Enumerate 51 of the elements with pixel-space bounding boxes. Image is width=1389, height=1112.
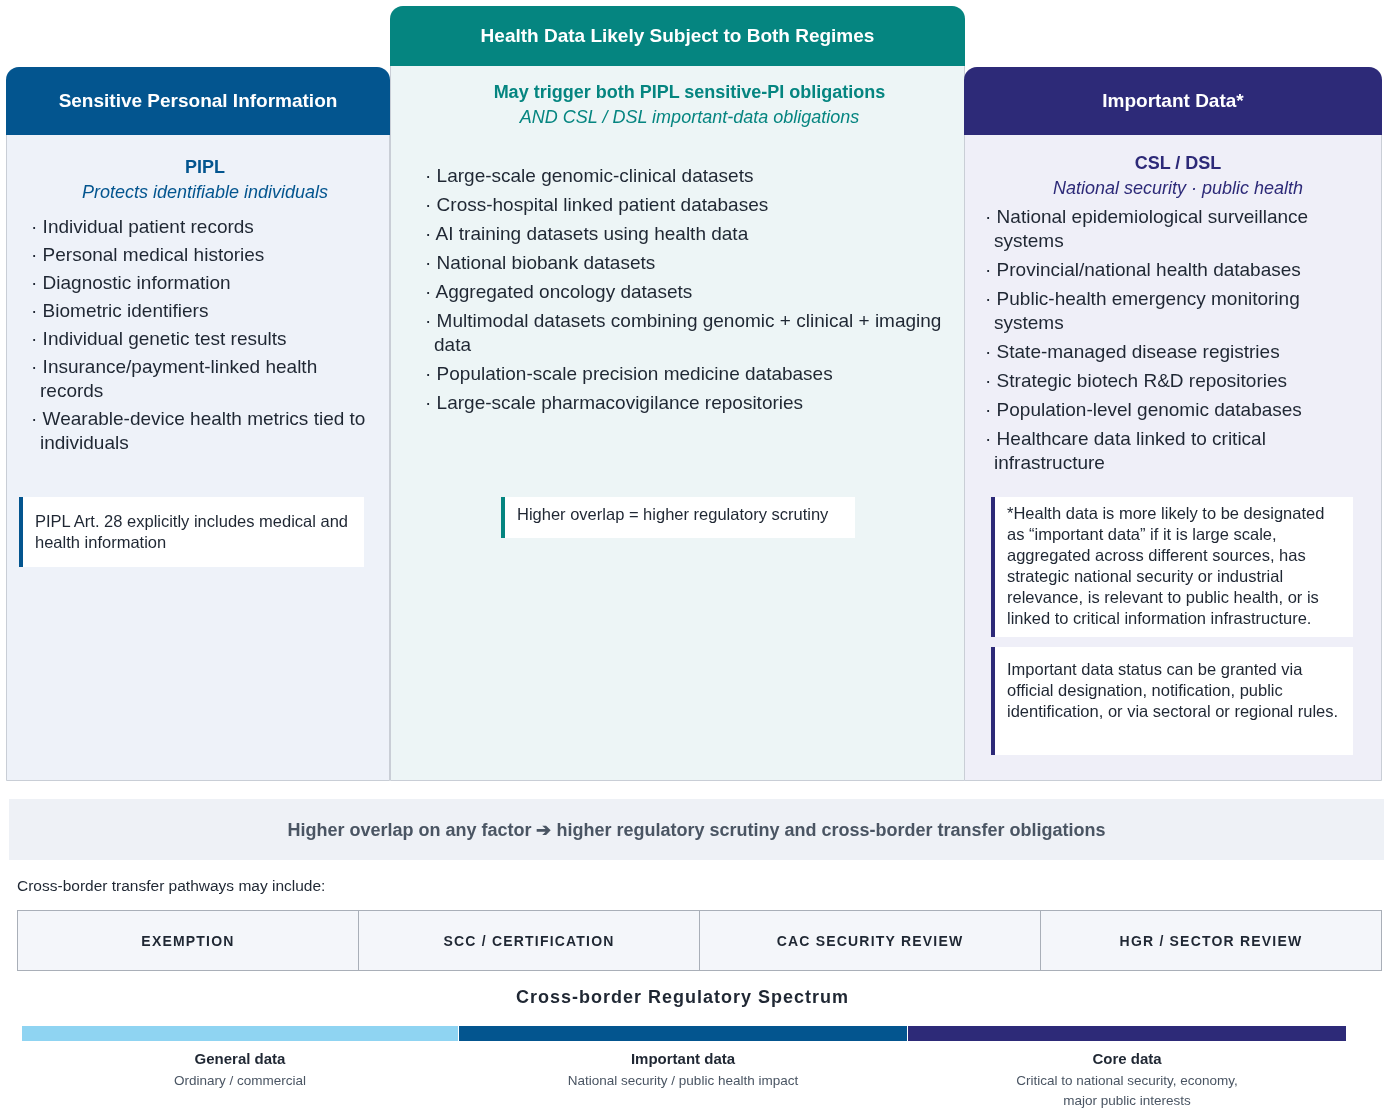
spectrum-description: National security / public health impact <box>566 1072 800 1090</box>
list-item: · National epidemiological surveillance systems <box>985 205 1310 253</box>
note-box: *Health data is more likely to be designated as “important data” if it is large scale, aggregated across different sources, has strategic national security or industrial relevance, is relevant to public health, or is linked to critical information infrastructure. <box>991 497 1353 637</box>
list-item: · Multimodal datasets combining genomic + clinical + imaging data <box>425 309 943 357</box>
spectrum-label: General data <box>194 1050 286 1067</box>
category-column <box>964 67 1382 781</box>
subtitle: National security · public health <box>1051 178 1305 199</box>
list-item: · Cross-hospital linked patient databases <box>425 193 770 217</box>
section-label: Cross-border transfer pathways may include: <box>17 877 327 895</box>
list-item: · Individual genetic test results <box>31 327 288 351</box>
spectrum-description: Critical to national security, economy, major public interests <box>1015 1072 1239 1110</box>
pathway-cell: HGR / SECTOR REVIEW <box>1040 910 1382 971</box>
column-header: Sensitive Personal Information <box>6 67 390 135</box>
spectrum-label: Core data <box>1092 1050 1162 1067</box>
note-box: Higher overlap = higher regulatory scrutiny <box>501 497 855 538</box>
list-item: · Insurance/payment-linked health records <box>31 355 319 403</box>
list-item: · Diagnostic information <box>31 271 232 295</box>
pathway-cell: CAC SECURITY REVIEW <box>699 910 1041 971</box>
list-item: · Personal medical histories <box>31 243 266 267</box>
note-box: Important data status can be granted via official designation, notification, public identification, or via sectoral or regional rules. <box>991 647 1353 755</box>
list-item: · Large-scale pharmacovigilance repositories <box>425 391 805 415</box>
regime-heading: PIPL <box>184 157 226 178</box>
category-column <box>6 67 390 781</box>
list-item: · Population-level genomic databases <box>985 398 1303 422</box>
summary-banner: Higher overlap on any factor ➔ higher regulatory scrutiny and cross-border transfer obligations <box>9 799 1384 860</box>
note-box: PIPL Art. 28 explicitly includes medical and health information <box>19 497 364 567</box>
subtitle: Protects identifiable individuals <box>80 182 330 203</box>
category-column <box>390 6 965 781</box>
list-item: · Strategic biotech R&D repositories <box>985 369 1288 393</box>
pathway-cell: SCC / CERTIFICATION <box>358 910 700 971</box>
list-item: · AI training datasets using health data <box>425 222 750 246</box>
list-item: · Aggregated oncology datasets <box>425 280 694 304</box>
pathway-cell: EXEMPTION <box>17 910 359 971</box>
regime-heading: CSL / DSL <box>1133 153 1223 174</box>
list-item: · Provincial/national health databases <box>985 258 1302 282</box>
list-item: · Healthcare data linked to critical infrastructure <box>985 427 1267 475</box>
list-item: · Large-scale genomic-clinical datasets <box>425 164 755 188</box>
list-item: · Wearable-device health metrics tied to individuals <box>31 407 367 455</box>
list-item: · Population-scale precision medicine databases <box>425 362 834 386</box>
column-header: Health Data Likely Subject to Both Regimes <box>390 6 965 66</box>
subtitle: May trigger both PIPL sensitive-PI obligations <box>492 82 887 103</box>
column-header: Important Data* <box>964 67 1382 135</box>
list-item: · Public-health emergency monitoring systems <box>985 287 1301 335</box>
list-item: · Individual patient records <box>31 215 255 239</box>
spectrum-title: Cross-border Regulatory Spectrum <box>514 987 851 1008</box>
list-item: · National biobank datasets <box>425 251 657 275</box>
spectrum-label: Important data <box>630 1050 736 1067</box>
spectrum-description: Ordinary / commercial <box>173 1072 307 1090</box>
subtitle: AND CSL / DSL important-data obligations <box>518 107 861 128</box>
list-item: · State-managed disease registries <box>985 340 1281 364</box>
list-item: · Biometric identifiers <box>31 299 210 323</box>
